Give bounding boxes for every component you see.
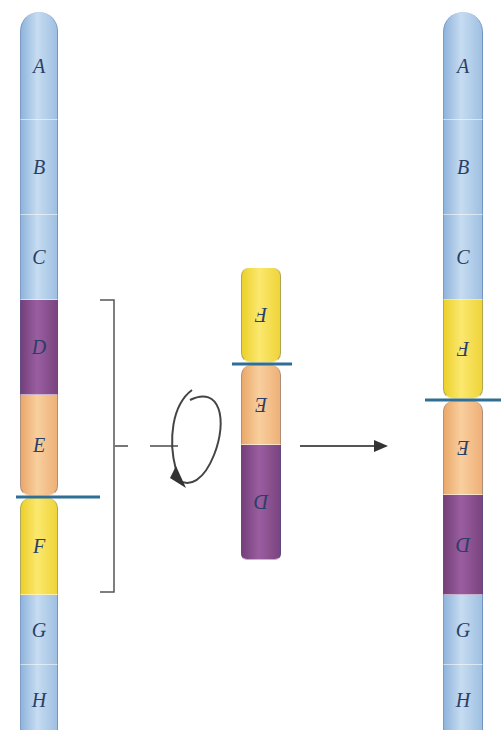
chromosome-band: F <box>241 268 281 363</box>
chromosome-band: E <box>241 365 281 445</box>
bracket-dash <box>150 445 178 447</box>
band-letter: G <box>32 620 46 640</box>
chromosome-band: F <box>20 498 58 595</box>
band-letter: A <box>33 56 45 76</box>
chromosome-band: A <box>443 12 483 120</box>
chromosome-band: C <box>20 215 58 300</box>
chromosome-band: D <box>20 300 58 395</box>
band-letter: B <box>33 157 45 177</box>
chromosome-band: B <box>20 120 58 215</box>
bracket-dash <box>114 445 128 447</box>
band-letter: E <box>457 438 469 458</box>
centromere-line <box>16 496 100 499</box>
arrow-head <box>374 440 388 452</box>
chromosome-band: F <box>443 300 483 399</box>
band-letter: F <box>255 305 267 325</box>
chromosome-band: A <box>20 12 58 120</box>
band-letter: D <box>254 492 268 512</box>
arrow-head <box>170 466 186 488</box>
band-letter: F <box>457 339 469 359</box>
chromosome-band: D <box>241 445 281 560</box>
band-letter: F <box>33 536 45 556</box>
chromosome-band: C <box>443 215 483 300</box>
rotation-arrow <box>172 390 192 470</box>
chromosome-band: E <box>20 395 58 496</box>
chromosome-band: G <box>443 595 483 665</box>
chromosome-band: H <box>20 665 58 730</box>
band-letter: E <box>255 395 267 415</box>
band-letter: H <box>456 690 470 710</box>
chromosome-band: E <box>443 401 483 495</box>
band-letter: A <box>457 56 469 76</box>
bracket <box>100 300 114 592</box>
band-letter: D <box>456 535 470 555</box>
band-letter: G <box>456 620 470 640</box>
band-letter: B <box>457 157 469 177</box>
band-letter: C <box>456 247 469 267</box>
chromosome-band: G <box>20 595 58 665</box>
band-letter: C <box>32 247 45 267</box>
band-letter: D <box>32 337 46 357</box>
centromere-line <box>425 399 501 402</box>
centromere-line <box>232 363 292 366</box>
band-letter: H <box>32 690 46 710</box>
chromosome-band: B <box>443 120 483 215</box>
band-letter: E <box>33 435 45 455</box>
result-arrow <box>300 445 378 447</box>
chromosome-band: H <box>443 665 483 730</box>
chromosome-band: D <box>443 495 483 595</box>
rotation-arrow <box>178 396 221 483</box>
